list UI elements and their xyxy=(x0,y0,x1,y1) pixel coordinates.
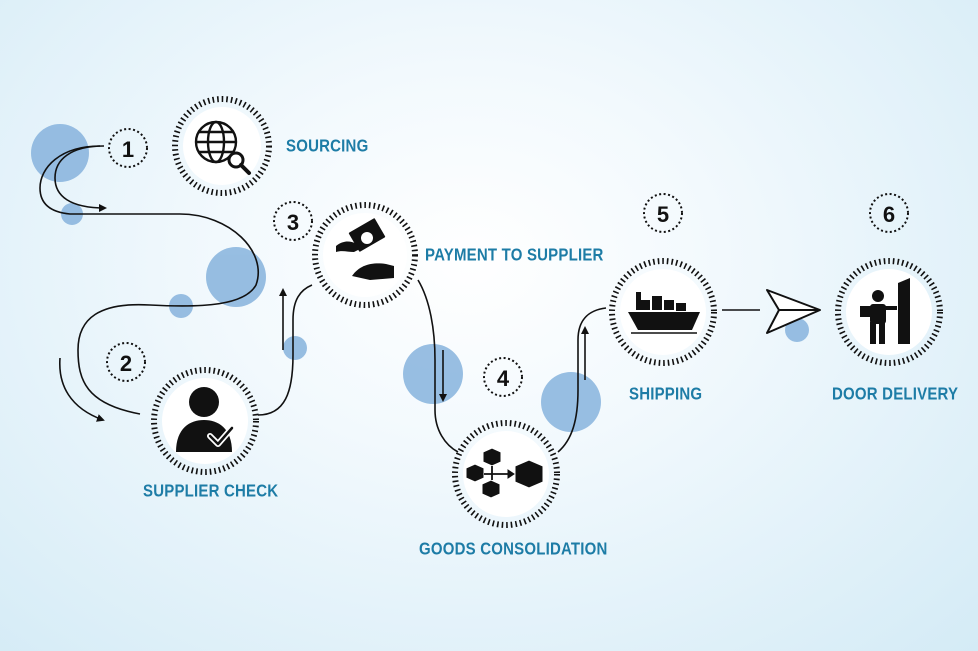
step-3-number-badge xyxy=(273,201,313,241)
step-6-ring xyxy=(835,258,943,366)
step-3-ring xyxy=(312,202,418,308)
step-2-number-badge xyxy=(106,342,146,382)
boxes-consolidation-icon xyxy=(465,447,544,499)
cargo-ship-icon xyxy=(628,292,700,334)
step-6-label: DOOR DELIVERY xyxy=(832,384,959,405)
step-5-shipping: 5 xyxy=(609,193,717,366)
door-delivery-icon xyxy=(860,278,910,344)
step-2-label: SUPPLIER CHECK xyxy=(143,481,279,502)
step-6-number-badge xyxy=(869,193,909,233)
step-2-ring xyxy=(151,367,259,475)
step-1-number: 1 xyxy=(122,137,134,162)
step-6-number: 6 xyxy=(883,202,895,227)
user-check-icon xyxy=(176,387,235,452)
step-3-number: 3 xyxy=(287,210,299,235)
step-5-ring xyxy=(609,258,717,366)
step-4-ring xyxy=(452,420,560,528)
globe-search-icon xyxy=(194,120,251,175)
step-5-number: 5 xyxy=(657,202,669,227)
step-2-supplier-check: 2 xyxy=(106,342,259,475)
step-5-number-badge xyxy=(643,193,683,233)
step-1-label: SOURCING xyxy=(286,136,369,157)
step-4-number-badge xyxy=(483,357,523,397)
step-1-number-badge xyxy=(108,128,148,168)
step-6-door-delivery: 6 xyxy=(835,193,943,366)
step-4-number: 4 xyxy=(497,366,510,391)
step-3-payment: 3 xyxy=(273,201,418,308)
step-2-number: 2 xyxy=(120,351,132,376)
step-1-sourcing: 1 xyxy=(108,96,272,196)
hand-money-icon xyxy=(336,218,394,280)
step-4-consolidation: 4 xyxy=(452,357,560,528)
step-5-label: SHIPPING xyxy=(629,384,703,405)
step-3-label: PAYMENT TO SUPPLIER xyxy=(425,245,604,266)
paper-plane-icon xyxy=(766,289,821,334)
step-1-ring xyxy=(172,96,272,196)
flow-path xyxy=(39,145,760,453)
step-4-label: GOODS CONSOLIDATION xyxy=(419,539,608,560)
